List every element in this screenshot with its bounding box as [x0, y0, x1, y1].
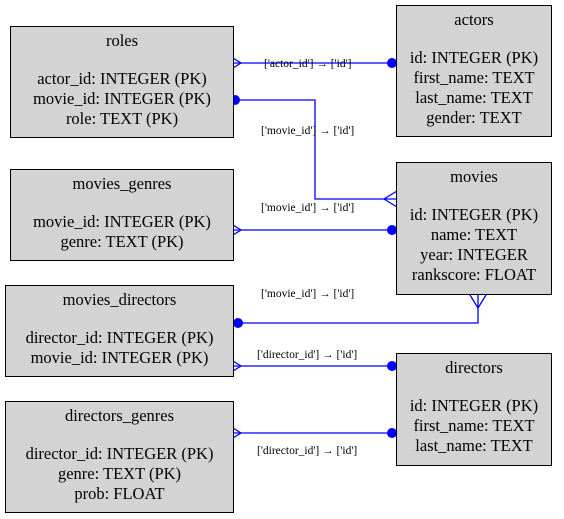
edge-label-roles-movies: ['movie_id'] → ['id'] — [261, 125, 354, 137]
field-row: movie_id: INTEGER (PK) — [30, 348, 209, 367]
field-list: director_id: INTEGER (PK) movie_id: INTE… — [6, 328, 233, 368]
table-title-actors: actors — [454, 10, 494, 29]
table-title-movies-genres: movies_genres — [72, 174, 172, 193]
table-movies-directors: movies_directors director_id: INTEGER (P… — [5, 285, 234, 377]
field-row: name: TEXT — [430, 225, 518, 244]
field-row: genre: TEXT (PK) — [60, 232, 184, 251]
field-list: actor_id: INTEGER (PK) movie_id: INTEGER… — [11, 69, 233, 129]
field-row: id: INTEGER (PK) — [409, 48, 539, 67]
dot-directors-2 — [387, 428, 397, 438]
field-row: actor_id: INTEGER (PK) — [37, 69, 207, 88]
crowfoot-movies-roles — [382, 190, 398, 208]
edge-label-movies-directors-directors: ['director_id'] → ['id'] — [257, 349, 357, 361]
edge-label-movies-genres-movies: ['movie_id'] → ['id'] — [261, 202, 354, 214]
field-row: id: INTEGER (PK) — [409, 205, 539, 224]
field-row: director_id: INTEGER (PK) — [25, 444, 214, 463]
table-title-roles: roles — [105, 31, 139, 50]
edge-label-roles-actors: ['actor_id'] → ['id'] — [264, 58, 351, 70]
table-movies-genres: movies_genres movie_id: INTEGER (PK) gen… — [10, 169, 234, 261]
field-row: first_name: TEXT — [413, 68, 535, 87]
field-list: director_id: INTEGER (PK) genre: TEXT (P… — [6, 444, 233, 504]
field-row: movie_id: INTEGER (PK) — [33, 89, 211, 108]
field-row: id: INTEGER (PK) — [409, 396, 539, 415]
dot-actors — [387, 58, 397, 68]
table-movies: movies id: INTEGER (PK) name: TEXT year:… — [396, 162, 552, 295]
field-row: prob: FLOAT — [74, 484, 165, 503]
field-row: rankscore: FLOAT — [411, 265, 537, 284]
table-directors-genres: directors_genres director_id: INTEGER (P… — [5, 401, 234, 513]
field-row: role: TEXT (PK) — [65, 109, 179, 128]
table-title-movies: movies — [450, 167, 498, 186]
table-roles: roles actor_id: INTEGER (PK) movie_id: I… — [10, 26, 234, 138]
edge-label-movies-directors-movies: ['movie_id'] → ['id'] — [261, 288, 354, 300]
crowfoot-movies-directors — [469, 294, 487, 310]
field-row: genre: TEXT (PK) — [57, 464, 182, 483]
table-directors: directors id: INTEGER (PK) first_name: T… — [396, 353, 552, 466]
field-list: id: INTEGER (PK) first_name: TEXT last_n… — [397, 48, 551, 128]
field-row: last_name: TEXT — [415, 88, 533, 107]
field-row: director_id: INTEGER (PK) — [25, 328, 214, 347]
edge-roles-movies — [234, 99, 397, 200]
field-row: last_name: TEXT — [415, 436, 533, 455]
field-list: id: INTEGER (PK) name: TEXT year: INTEGE… — [397, 205, 551, 285]
field-row: first_name: TEXT — [413, 416, 535, 435]
field-row: gender: TEXT — [426, 108, 522, 127]
dot-movies-directors-movie — [233, 318, 243, 328]
table-title-movies-directors: movies_directors — [62, 290, 177, 309]
edge-movies-directors-movies — [238, 295, 479, 324]
table-actors: actors id: INTEGER (PK) first_name: TEXT… — [396, 5, 552, 137]
dot-movies-genres — [387, 225, 397, 235]
edge-label-directors-genres-directors: ['director_id'] → ['id'] — [257, 445, 357, 457]
field-list: id: INTEGER (PK) first_name: TEXT last_n… — [397, 396, 551, 456]
table-title-directors-genres: directors_genres — [64, 406, 175, 425]
table-title-directors: directors — [445, 358, 503, 377]
field-row: movie_id: INTEGER (PK) — [33, 212, 211, 231]
dot-directors-1 — [387, 361, 397, 371]
field-list: movie_id: INTEGER (PK) genre: TEXT (PK) — [11, 212, 233, 252]
field-row: year: INTEGER — [420, 245, 528, 264]
